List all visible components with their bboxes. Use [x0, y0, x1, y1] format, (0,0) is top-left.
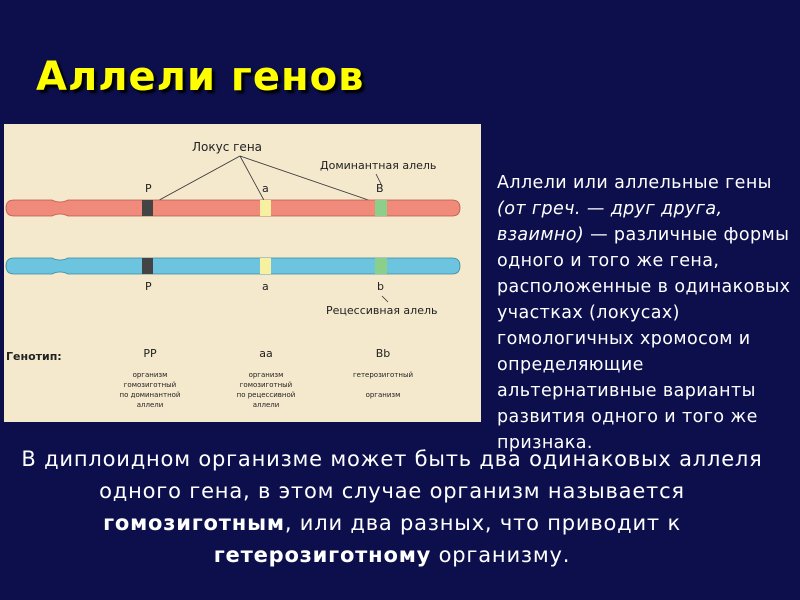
diploid-summary: В диплоидном организме может быть два од…: [12, 443, 772, 571]
genotype-Bb-desc-3: организм: [366, 391, 401, 399]
genotype-Bb: Bb: [376, 347, 391, 360]
genotype-aa: aa: [259, 347, 272, 360]
dominant-allele-label: Доминантная алель: [320, 159, 436, 172]
genotype-PP: PP: [143, 347, 157, 360]
band-a-bottom: [260, 258, 271, 274]
genotype-Bb-desc-1: гетерозиготный: [353, 371, 413, 379]
recessive-pointer: [381, 295, 389, 303]
genotype-aa-desc-2: гомозиготный: [240, 381, 293, 389]
genotype-PP-desc-2: гомозиготный: [124, 381, 177, 389]
dominant-pointer: [375, 173, 383, 187]
genotype-PP-desc-4: аллели: [137, 401, 164, 409]
definition-text-start: Аллели или аллельные гены: [497, 173, 772, 193]
band-p-bottom: [142, 258, 153, 274]
summary-heterozygous: гетерозиготному: [213, 543, 432, 567]
summary-part-1: В диплоидном организме может быть два од…: [21, 447, 763, 503]
genotype-aa-desc-3: по рецессивной: [237, 391, 296, 399]
allele-B-top: B: [376, 182, 384, 195]
chromosome-svg: Локус гена Доминантная алель P a B P a b…: [5, 140, 461, 409]
allele-b-bottom: b: [377, 280, 384, 293]
slide-title: Аллели генов: [36, 54, 365, 100]
genotype-label: Генотип:: [6, 350, 62, 363]
allele-a-top: a: [262, 182, 269, 195]
band-b-top: [375, 200, 387, 216]
allele-diagram: Локус гена Доминантная алель P a B P a b…: [4, 124, 481, 422]
summary-homozygous: гомозиготным: [103, 511, 285, 535]
genotype-aa-desc-4: аллели: [253, 401, 280, 409]
summary-part-2: , или два разных, что приводит к: [284, 511, 681, 535]
allele-P-bottom: P: [145, 280, 152, 293]
definition-etymology: (от греч. — друг друга, взаимно): [497, 199, 723, 245]
definition-text-rest: — различные формы одного и того же гена,…: [497, 225, 791, 453]
recessive-allele-label: Рецессивная алель: [326, 304, 437, 317]
chromosome-top-body: [5, 199, 461, 217]
genotype-PP-desc-3: по доминантной: [120, 391, 181, 399]
band-b-bottom: [375, 258, 387, 274]
genotype-PP-desc-1: организм: [133, 371, 168, 379]
allele-P-top: P: [145, 182, 152, 195]
locus-label: Локус гена: [192, 140, 262, 154]
allele-a-bottom: a: [262, 280, 269, 293]
chromosome-top: [5, 199, 461, 217]
genotype-aa-desc-1: организм: [249, 371, 284, 379]
summary-part-3: организму.: [431, 543, 571, 567]
band-a-top: [260, 200, 271, 216]
locus-pointer-b: [239, 155, 381, 205]
chromosome-bottom: [5, 257, 461, 275]
chromosome-bottom-body: [5, 257, 461, 275]
allele-definition: Аллели или аллельные гены (от греч. — др…: [497, 170, 797, 456]
locus-pointer-p: [151, 155, 241, 205]
locus-pointer-a: [239, 155, 267, 205]
band-p-top: [142, 200, 153, 216]
